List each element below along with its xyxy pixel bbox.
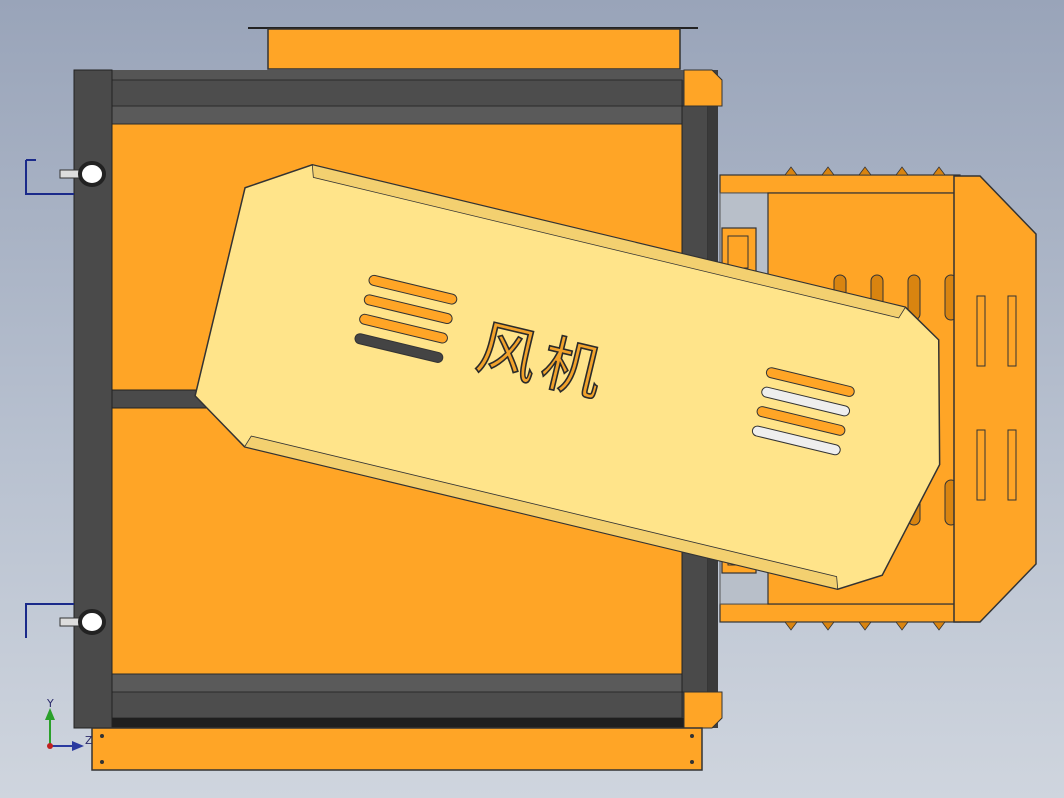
cover-plate[interactable]: 风机 <box>186 151 973 606</box>
plate-slots-right <box>751 367 855 456</box>
cooling-fins-top <box>784 166 946 176</box>
lifting-hook-top[interactable] <box>25 159 106 195</box>
plate-logo-text: 风机 <box>470 313 615 412</box>
triad-z-label: Z <box>85 734 93 747</box>
plate-slots-left <box>354 274 458 363</box>
base-plate[interactable] <box>91 727 703 771</box>
top-flange[interactable] <box>248 27 698 70</box>
end-cap-slots <box>976 295 1017 501</box>
cooling-fins-bottom <box>784 621 946 631</box>
triad-y-label: Y <box>46 697 54 710</box>
orientation-triad: Y Z <box>45 697 93 751</box>
lifting-hook-bottom[interactable] <box>25 603 106 638</box>
